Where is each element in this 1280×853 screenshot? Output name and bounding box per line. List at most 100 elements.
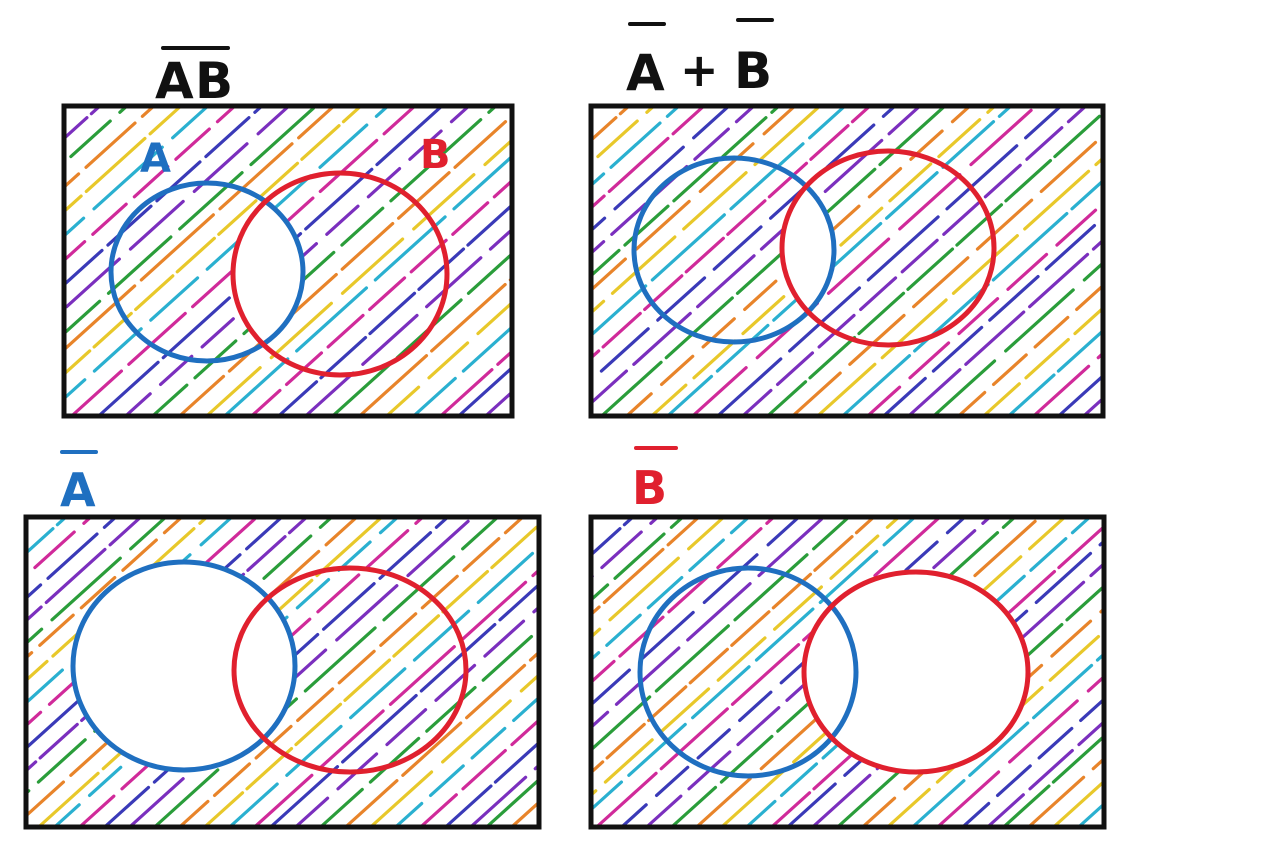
universe-frame [588, 514, 1107, 830]
hatch-line [0, 98, 109, 199]
hatch-line [362, 509, 723, 835]
hatch-line [829, 509, 1190, 835]
hatch-line [0, 509, 150, 647]
hatching [277, 98, 1280, 424]
hatch-line [432, 98, 793, 424]
hatch-line [337, 509, 698, 835]
hatch-line [90, 98, 451, 424]
hatch-line [63, 98, 424, 424]
hatch-line [979, 560, 1280, 835]
hatch-line [331, 509, 692, 835]
hatch-line [975, 146, 1280, 424]
hatch-line [875, 98, 1236, 424]
hatch-line [377, 98, 738, 424]
hatch-line [522, 509, 883, 835]
hatch-line [262, 509, 623, 835]
set-label-b: B [420, 132, 451, 178]
hatch-line [312, 509, 673, 835]
hatch-line [734, 98, 1095, 424]
set-label-a: A [140, 136, 171, 182]
hatch-line [117, 98, 478, 424]
hatch-line [0, 98, 343, 410]
hatch-line [277, 98, 638, 424]
hatch-line [0, 509, 241, 729]
hatch-line [879, 509, 1240, 835]
circle-a [637, 565, 859, 779]
title-letter-b: B [632, 461, 667, 515]
hatch-line [738, 509, 1099, 835]
hatch-line [995, 575, 1280, 835]
hatch-line [221, 509, 582, 835]
hatch-line [659, 98, 1020, 424]
hatch-line [447, 509, 808, 835]
circle-b [801, 569, 1031, 775]
hatch-line [543, 98, 904, 424]
circle-a [70, 559, 298, 773]
hatch-line [121, 509, 482, 835]
hatch-line [0, 98, 325, 394]
circle-b [230, 170, 450, 378]
universe-frame [23, 514, 542, 830]
hatch-line [0, 98, 217, 296]
hatch-line [854, 509, 1215, 835]
hatch-line [784, 98, 1145, 424]
hatch-line [302, 98, 663, 424]
hatch-line [270, 98, 631, 424]
hatch-line [709, 98, 1070, 424]
hatch-line [1075, 236, 1280, 424]
hatch-line [478, 509, 839, 835]
hatch-line [834, 98, 1195, 424]
hatch-line [0, 98, 136, 223]
hatch-line [71, 509, 432, 835]
hatch-line [638, 509, 999, 835]
hatch-line [1070, 642, 1280, 835]
universe-frame [588, 103, 1106, 419]
panel-not-a-and-b: A B A B [0, 46, 865, 424]
hatch-line [0, 98, 271, 345]
hatch-line [437, 509, 798, 835]
hatch-line [900, 98, 1261, 424]
hatch-line [0, 98, 163, 248]
title-letter-b: B [734, 42, 772, 100]
hatch-line [216, 98, 577, 424]
panel-title-not-b: B [632, 446, 678, 515]
hatch-line [497, 509, 858, 835]
hatch-line [0, 509, 341, 819]
hatch-line [0, 509, 75, 579]
hatch-line [443, 98, 804, 424]
hatch-line [96, 509, 457, 835]
hatch-line [387, 509, 748, 835]
hatch-line [352, 98, 713, 424]
hatch-line [405, 98, 766, 424]
panel-title-not-a: A [60, 450, 98, 517]
title-letter-a: A [626, 44, 665, 102]
hatch-line [427, 98, 788, 424]
hatch-line [593, 98, 954, 424]
hatch-line [0, 509, 100, 602]
hatch-line [0, 509, 125, 624]
hatch-line [196, 509, 557, 835]
hatch-line [281, 509, 642, 835]
panel-title-not-ab: A B [155, 46, 233, 110]
hatch-line [477, 98, 838, 424]
hatch-line [950, 123, 1280, 424]
hatch-line [146, 509, 507, 835]
hatch-line [518, 98, 879, 424]
hatch-line [547, 509, 908, 835]
hatch-line [46, 509, 407, 835]
hatch-line [171, 98, 532, 424]
hatch-line [36, 98, 397, 424]
hatch-line [503, 509, 864, 835]
panel-not-a-plus-not-b: A + B [277, 18, 1280, 424]
hatch-line [1020, 597, 1280, 835]
hatch-line [493, 98, 854, 424]
hatching [0, 98, 865, 424]
hatch-line [372, 509, 733, 835]
hatch-line [306, 509, 667, 835]
circle-a [108, 180, 306, 364]
hatch-line [0, 509, 291, 774]
hatch-line [1095, 665, 1280, 835]
circle-b [779, 148, 997, 348]
hatch-line [1091, 250, 1280, 424]
